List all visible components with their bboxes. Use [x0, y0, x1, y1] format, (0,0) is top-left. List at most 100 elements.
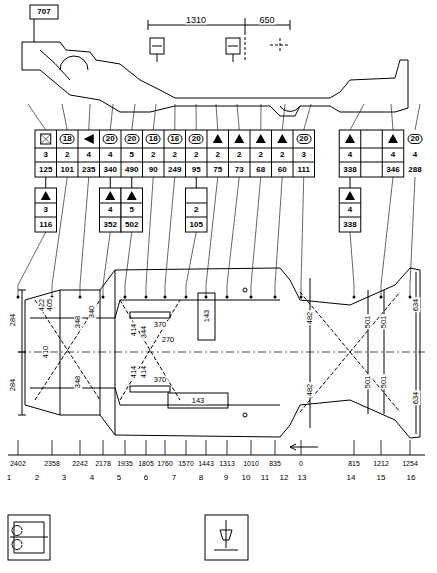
- station-dimension: 2358: [43, 460, 61, 467]
- triangle-symbol: [127, 191, 137, 200]
- table-rule: [100, 203, 122, 204]
- dimension: 634: [412, 298, 420, 313]
- table-cell: 4: [412, 151, 418, 159]
- table-cell: 5: [129, 151, 135, 159]
- table-cell: 4: [107, 151, 113, 159]
- station-dimension: 1254: [401, 460, 419, 467]
- station-dimension: 1443: [197, 460, 215, 467]
- measure-point: [185, 296, 188, 299]
- leader-line: [62, 104, 67, 130]
- table-rule: [185, 130, 186, 177]
- axis-tick: [227, 440, 228, 455]
- table-cell: 352: [103, 221, 118, 229]
- leader-line: [350, 104, 364, 130]
- table-cell: 90: [148, 166, 159, 174]
- triangle-symbol: [234, 134, 244, 143]
- dimension: 370: [153, 376, 168, 384]
- table-cell: 338: [342, 221, 357, 229]
- station-dimension: 0: [298, 460, 304, 467]
- dimension: 344: [140, 325, 148, 340]
- dimension: 143: [191, 397, 206, 405]
- table-cell: 2: [236, 151, 242, 159]
- leader-line: [103, 232, 110, 296]
- table-cell: 4: [107, 206, 113, 214]
- table-rule: [339, 162, 404, 163]
- axis-tick: [165, 440, 166, 455]
- axis-tick: [354, 440, 355, 455]
- triangle-symbol: [105, 191, 115, 200]
- axis-tick: [146, 440, 147, 455]
- triangle-symbol: [256, 134, 266, 143]
- station-dimension: 1313: [218, 460, 236, 467]
- leader-line: [153, 104, 156, 130]
- table-cell: 95: [191, 166, 202, 174]
- dimension: 370: [153, 321, 168, 329]
- table-cell: 68: [255, 166, 266, 174]
- dimension: 270: [161, 336, 176, 344]
- leader-line: [89, 104, 90, 130]
- leader-line: [110, 104, 113, 130]
- station-dimension: 2242: [71, 460, 89, 467]
- station-number: 13: [297, 474, 308, 482]
- measure-point: [409, 296, 412, 299]
- leader-line: [186, 232, 196, 296]
- leader-line: [282, 104, 285, 130]
- table-cell: 2: [215, 151, 221, 159]
- table-rule: [35, 217, 57, 218]
- dimension: 501: [380, 375, 388, 390]
- square-symbol: [41, 134, 51, 144]
- leader-line: [275, 177, 282, 296]
- triangle-symbol: [277, 134, 287, 143]
- table-rule: [339, 148, 404, 149]
- leader-line: [131, 177, 132, 188]
- table-cell: 73: [234, 166, 245, 174]
- table-cell: 2: [64, 151, 70, 159]
- table-rule: [339, 217, 361, 218]
- symbol-number: 20: [103, 134, 118, 144]
- tag-box: [30, 5, 58, 19]
- station-number: 9: [223, 474, 229, 482]
- axis-tick: [251, 440, 252, 455]
- leader-line: [146, 177, 153, 296]
- table-cell: 4: [86, 151, 92, 159]
- measure-point: [250, 296, 253, 299]
- table-cell: 2: [258, 151, 264, 159]
- measure-point: [205, 296, 208, 299]
- leader-line: [350, 232, 354, 296]
- station-number: 14: [346, 474, 357, 482]
- station-number: 6: [143, 474, 149, 482]
- axis-tick: [206, 440, 207, 455]
- station-number: 8: [198, 474, 204, 482]
- axis-tick: [80, 440, 81, 455]
- table-rule: [35, 148, 315, 149]
- table-rule: [78, 130, 79, 177]
- dimension: 143: [203, 309, 211, 324]
- table-rule: [186, 203, 208, 204]
- table-rule: [35, 203, 57, 204]
- station-number: 2: [34, 474, 40, 482]
- leader-line: [18, 232, 46, 296]
- axis-tick: [18, 440, 19, 455]
- station-number: 11: [260, 474, 270, 482]
- dimension: 405: [46, 298, 54, 313]
- station-number: 15: [376, 474, 387, 482]
- triangle-symbol: [388, 134, 398, 143]
- table-cell: 4: [390, 151, 396, 159]
- leader-line: [132, 104, 135, 130]
- dimension: 650: [258, 16, 275, 25]
- table-frame: [186, 188, 208, 232]
- table-rule: [142, 130, 143, 177]
- leader-line: [45, 177, 46, 188]
- triangle-symbol: [84, 134, 94, 144]
- triangle-symbol: [41, 191, 51, 200]
- leader-line: [206, 177, 218, 296]
- table-rule: [207, 130, 208, 177]
- table-cell: 288: [407, 166, 422, 174]
- leader-line: [110, 177, 111, 188]
- measure-point: [380, 296, 383, 299]
- leader-line: [165, 177, 175, 296]
- table-cell: 235: [81, 166, 96, 174]
- table-cell: 3: [301, 151, 307, 159]
- symbol-number: 20: [189, 134, 204, 144]
- table-cell: 346: [385, 166, 400, 174]
